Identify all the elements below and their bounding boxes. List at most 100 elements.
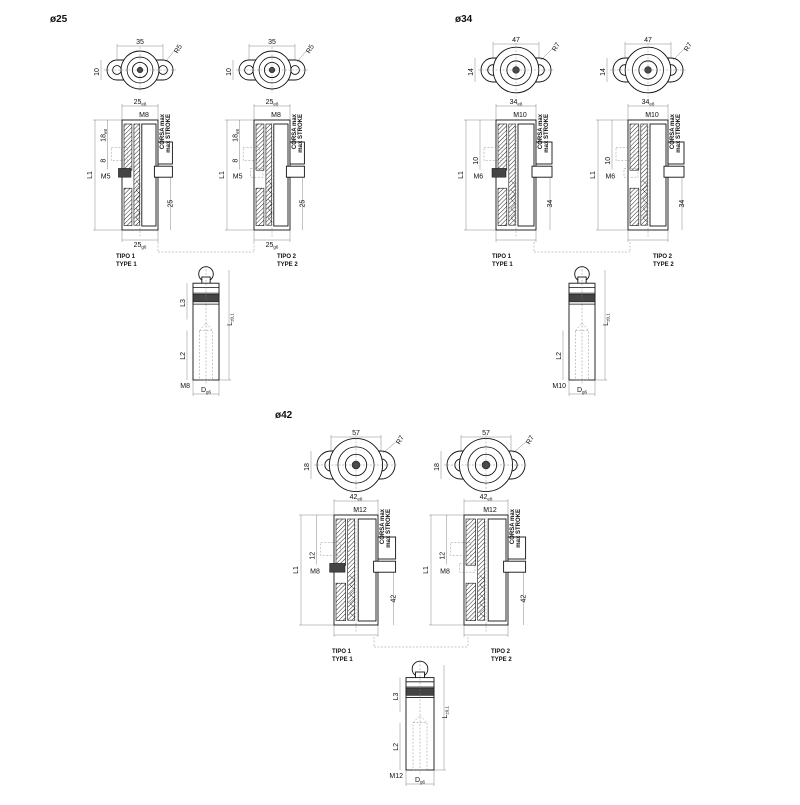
type-1-label-it: TIPO 1 bbox=[116, 254, 136, 260]
hidden-screw bbox=[450, 542, 471, 556]
bottom-height-label: 34 bbox=[679, 200, 686, 208]
spring bbox=[642, 180, 648, 223]
length-l1-label: L1 bbox=[293, 566, 300, 574]
dimension-b-label: 8 bbox=[233, 159, 240, 163]
side-pin bbox=[373, 560, 397, 573]
body-width-label: 25e8 bbox=[266, 99, 279, 107]
hidden-screw bbox=[242, 147, 260, 161]
size-title: ø42 bbox=[275, 410, 293, 421]
body-wall-section bbox=[629, 187, 640, 226]
spring bbox=[349, 575, 356, 618]
stroke-label-en: max STROKE bbox=[516, 509, 522, 548]
type-1-label-en: TYPE 1 bbox=[116, 262, 137, 268]
top-thread-label: M10 bbox=[645, 112, 659, 119]
bottom-height-label: 34 bbox=[547, 200, 554, 208]
side-screw bbox=[118, 168, 132, 178]
body-width-label: 34e8 bbox=[510, 99, 523, 107]
flange-height-label: 18 bbox=[304, 463, 311, 471]
dimension-tolerance: e8 bbox=[103, 129, 108, 135]
pin-l3-label: L3 bbox=[393, 693, 400, 701]
stroke-label-it: CORSA max bbox=[160, 113, 166, 149]
side-pin bbox=[503, 560, 527, 573]
body-wall-section bbox=[497, 187, 508, 226]
body-wall-section bbox=[255, 187, 265, 226]
pin-thread-label: M8 bbox=[180, 383, 190, 390]
dimension-a-label: 18e8 bbox=[233, 129, 241, 142]
flange-width-label: 35 bbox=[136, 39, 144, 46]
flange-height-label: 14 bbox=[600, 68, 607, 76]
flange-height-label: 14 bbox=[468, 68, 475, 76]
body-width-label: 42e8 bbox=[350, 494, 363, 502]
side-screw bbox=[623, 168, 639, 178]
stroke-label-it: CORSA max bbox=[510, 508, 516, 544]
mounting-hole bbox=[290, 65, 300, 75]
flange-radius-label: R7 bbox=[551, 42, 562, 53]
stroke-label-en: max STROKE bbox=[166, 114, 172, 153]
pin-l2-label: L2 bbox=[556, 352, 563, 360]
flange-width-label: 35 bbox=[268, 39, 276, 46]
flange-width-label: 47 bbox=[644, 37, 652, 44]
type-1-label-it: TIPO 1 bbox=[332, 649, 352, 655]
flange-height-label: 18 bbox=[434, 463, 441, 471]
dimension-tolerance: e8 bbox=[487, 497, 493, 502]
stroke-label-it: CORSA max bbox=[380, 508, 386, 544]
side-screw bbox=[491, 168, 507, 178]
leader-line bbox=[672, 47, 686, 61]
piston-section bbox=[508, 123, 516, 226]
flange-width-label: 47 bbox=[512, 37, 520, 44]
side-thread-label: M8 bbox=[440, 568, 450, 575]
spring bbox=[267, 180, 273, 223]
side-screw bbox=[459, 563, 476, 573]
flange-radius-label: R7 bbox=[395, 435, 406, 446]
flange-radius-label: R5 bbox=[305, 44, 316, 55]
stroke-label-it: CORSA max bbox=[670, 113, 676, 149]
dimension-tolerance: e8 bbox=[357, 497, 363, 502]
length-l1-label: L1 bbox=[423, 566, 430, 574]
piston-section bbox=[347, 518, 356, 621]
side-thread-label: M5 bbox=[233, 173, 243, 180]
length-l1-label: L1 bbox=[590, 171, 597, 179]
length-l1-label: L1 bbox=[87, 171, 94, 179]
leader-line bbox=[512, 440, 528, 454]
pin-length-label: L±0,1 bbox=[227, 313, 235, 326]
flange-width-label: 57 bbox=[352, 430, 360, 437]
mounting-hole bbox=[112, 65, 122, 75]
body-wall-section bbox=[629, 123, 640, 171]
piston-section bbox=[640, 123, 648, 226]
size-title: ø34 bbox=[455, 14, 473, 25]
pin-diameter-label: Dg6 bbox=[201, 387, 212, 395]
side-pin bbox=[535, 141, 553, 165]
mounting-hole bbox=[244, 65, 254, 75]
hidden-screw bbox=[320, 542, 341, 556]
type-1-label-it: TIPO 1 bbox=[492, 254, 512, 260]
type-2-label-en: TYPE 2 bbox=[491, 657, 512, 663]
body-wall-section bbox=[335, 582, 346, 621]
side-thread-label: M5 bbox=[101, 173, 111, 180]
side-thread-label: M6 bbox=[473, 173, 483, 180]
type-1-label-en: TYPE 1 bbox=[492, 262, 513, 268]
body-width-label: 34e8 bbox=[642, 99, 655, 107]
body-width-label: 42e8 bbox=[480, 494, 493, 502]
piston-section bbox=[133, 123, 140, 226]
pin-length-label: L±0,1 bbox=[442, 705, 450, 718]
length-l1-label: L1 bbox=[458, 171, 465, 179]
bottom-height-label: 42 bbox=[390, 595, 397, 603]
dimension-b-label: 12 bbox=[309, 552, 316, 560]
side-pin bbox=[377, 536, 397, 560]
stroke-label-en: max STROKE bbox=[386, 509, 392, 548]
dimension-tolerance: e8 bbox=[141, 102, 147, 107]
dimension-tolerance: g6 bbox=[206, 390, 212, 395]
leader-line bbox=[296, 49, 308, 63]
piston-section bbox=[265, 123, 272, 226]
top-thread-label: M10 bbox=[513, 112, 527, 119]
spring bbox=[135, 180, 141, 223]
body-width-label: 25e8 bbox=[134, 99, 147, 107]
pin-l3-label: L3 bbox=[180, 299, 187, 307]
body-wall-section bbox=[255, 123, 265, 171]
